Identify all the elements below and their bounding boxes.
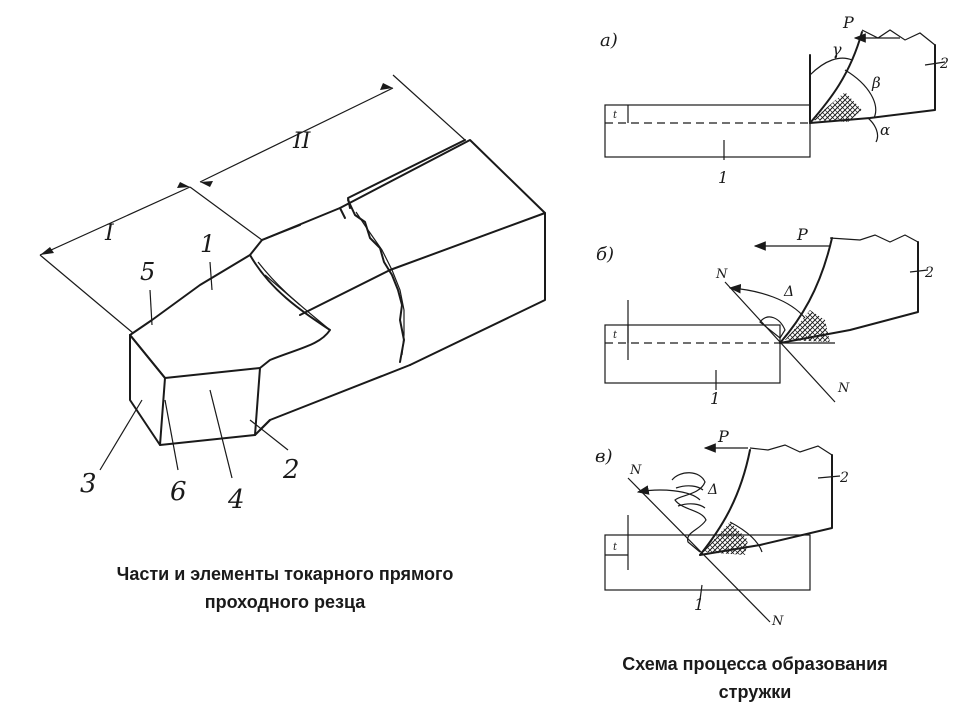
panel-a-tool-label: 2 bbox=[939, 56, 949, 72]
caption-tool-parts-line1: Части и элементы токарного прямого bbox=[116, 564, 454, 584]
chip-c bbox=[671, 472, 707, 553]
part-label-4: 4 bbox=[227, 485, 245, 515]
panel-b-shear-2: N bbox=[837, 381, 850, 396]
chip-diagram-b bbox=[604, 234, 929, 403]
chip-diagram-c bbox=[604, 443, 841, 623]
workpiece-c bbox=[604, 534, 811, 591]
panel-b-force: P bbox=[796, 225, 808, 244]
panel-c-shear: N bbox=[629, 463, 642, 478]
panel-b-shear: N bbox=[715, 267, 728, 282]
panel-b-delta: Δ bbox=[783, 284, 794, 300]
shear-plane-b bbox=[724, 281, 836, 403]
panel-b-tool-label: 2 bbox=[924, 265, 934, 281]
panel-c-force: P bbox=[717, 427, 729, 446]
panel-c-shear-2: N bbox=[771, 614, 784, 629]
panel-a-alpha: α bbox=[880, 121, 890, 139]
workpiece-a bbox=[604, 104, 811, 158]
panel-a-force: P bbox=[842, 13, 854, 32]
caption-chip-formation: Схема процесса образования стружки bbox=[560, 650, 950, 706]
panel-a-gamma: γ bbox=[832, 40, 842, 59]
caption-chip-formation-line1: Схема процесса образования bbox=[622, 654, 888, 674]
panel-b-tag: б) bbox=[596, 244, 614, 265]
part-label-2: 2 bbox=[282, 455, 300, 485]
chip-diagram-a bbox=[604, 29, 946, 160]
panel-c-tag: в) bbox=[595, 446, 613, 467]
panel-c-delta: Δ bbox=[707, 482, 718, 498]
caption-chip-formation-line2: стружки bbox=[718, 682, 792, 702]
panel-a-depth: t bbox=[613, 110, 618, 121]
workpiece-b bbox=[604, 324, 781, 384]
panel-c-tool-label: 2 bbox=[839, 470, 849, 486]
part-label-5: 5 bbox=[140, 258, 155, 286]
panel-a-beta: β bbox=[871, 74, 881, 92]
panel-c-depth: t bbox=[613, 542, 618, 553]
zone-label-2: II bbox=[292, 129, 312, 154]
part-label-6: 6 bbox=[170, 477, 187, 507]
dimension-line-zone-1 bbox=[39, 186, 191, 256]
panel-a-tag: а) bbox=[600, 30, 618, 51]
part-label-3: 3 bbox=[80, 469, 97, 499]
caption-tool-parts-line2: проходного резца bbox=[204, 592, 366, 612]
part-label-1: 1 bbox=[200, 230, 215, 258]
panel-b-depth: t bbox=[613, 330, 618, 341]
shear-plane-c bbox=[627, 477, 771, 623]
panel-b-workpiece-label: 1 bbox=[710, 389, 720, 408]
shank-break-line bbox=[347, 199, 405, 363]
lathe-tool-drawing bbox=[39, 74, 546, 479]
panel-a-workpiece-label: 1 bbox=[718, 168, 728, 187]
zone-label-1: I bbox=[104, 221, 115, 246]
tool-shank bbox=[261, 139, 546, 366]
dimension-line-zone-2 bbox=[199, 87, 394, 183]
caption-tool-parts: Части и элементы токарного прямого прохо… bbox=[50, 560, 520, 616]
rake-face bbox=[129, 254, 331, 379]
panel-c-workpiece-label: 1 bbox=[694, 595, 704, 614]
